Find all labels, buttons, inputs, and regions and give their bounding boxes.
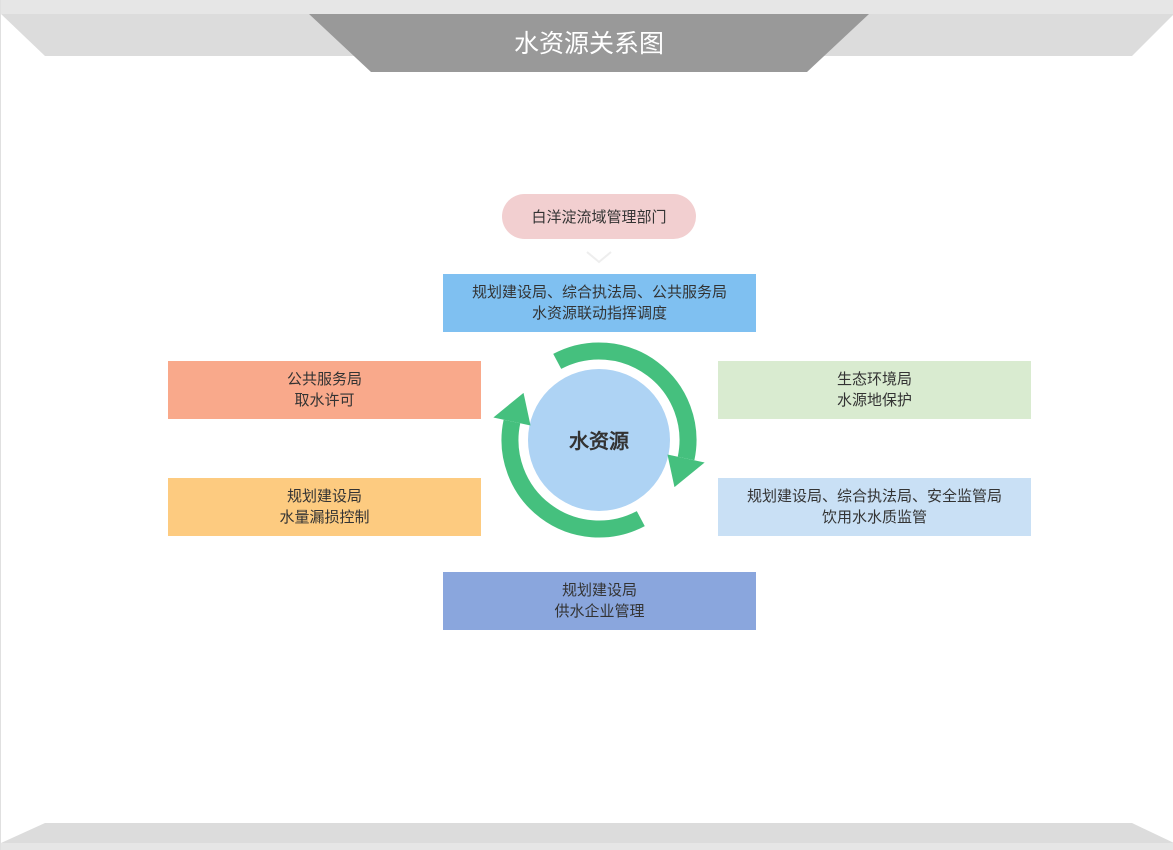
center-circle (528, 369, 670, 511)
box-line1: 规划建设局 (561, 581, 637, 599)
box-line1: 规划建设局 (286, 487, 362, 505)
header-band (1, 0, 1173, 14)
box-line2: 水资源联动指挥调度 (531, 304, 667, 322)
cycle-arrow-right-arrowhead-icon (667, 454, 705, 488)
cycle-arrow-right-arc (553, 342, 697, 461)
box-top: 规划建设局、综合执法局、公共服务局水资源联动指挥调度 (443, 274, 756, 332)
box-right-upper: 生态环境局水源地保护 (718, 361, 1031, 419)
box-line1: 规划建设局、综合执法局、公共服务局 (471, 283, 727, 301)
footer-band (1, 843, 1173, 850)
cycle-arrows (493, 342, 705, 538)
box-line2: 水源地保护 (836, 391, 912, 409)
box-line2: 饮用水水质监管 (821, 508, 927, 526)
cycle-arrow-left-arc (501, 419, 645, 538)
box-line2: 取水许可 (294, 391, 355, 409)
top-node: 白洋淀流域管理部门 (502, 194, 696, 239)
box-left-lower: 规划建设局水量漏损控制 (168, 478, 481, 536)
box-line2: 水量漏损控制 (279, 508, 370, 526)
box-bottom: 规划建设局供水企业管理 (443, 572, 756, 630)
box-left-upper: 公共服务局取水许可 (168, 361, 481, 419)
box-line1: 生态环境局 (836, 370, 912, 388)
chevron-down-icon (586, 251, 612, 264)
page-title: 水资源关系图 (513, 29, 664, 58)
box-line1: 规划建设局、综合执法局、安全监管局 (746, 487, 1002, 505)
title-banner (309, 14, 869, 72)
box-right-lower: 规划建设局、综合执法局、安全监管局饮用水水质监管 (718, 478, 1031, 536)
box-line1: 公共服务局 (286, 370, 362, 388)
cycle-arrow-left-arrowhead-icon (493, 392, 531, 426)
center-label: 水资源 (569, 429, 629, 453)
box-line2: 供水企业管理 (554, 602, 645, 620)
footer-trapezoid (1, 823, 1173, 843)
